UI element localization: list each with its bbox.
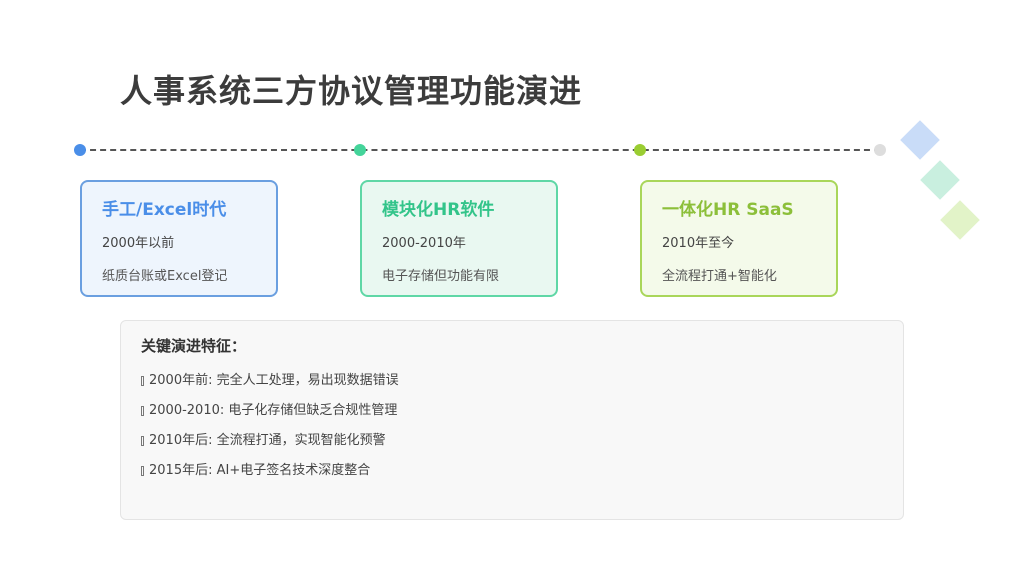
stage-period: 2010年至今 — [662, 236, 735, 251]
list-item: 2010年后: 全流程打通，实现智能化预警 — [141, 426, 883, 456]
key-features-panel: 关键演进特征： 2000年前: 完全人工处理，易出现数据错误 2000-2010… — [120, 320, 904, 520]
page-title: 人事系统三方协议管理功能演进 — [120, 72, 583, 110]
bullet-icon — [141, 466, 144, 476]
decorative-diamond-green — [920, 160, 960, 200]
feature-text: 2000-2010: 电子化存储但缺乏合规性管理 — [149, 403, 398, 418]
list-item: 2000年前: 完全人工处理，易出现数据错误 — [141, 366, 883, 396]
list-item: 2015年后: AI+电子签名技术深度整合 — [141, 456, 883, 486]
stage-card-saas: 一体化HR SaaS 2010年至今 全流程打通+智能化 — [640, 180, 838, 297]
timeline-line — [80, 149, 880, 151]
timeline-dot-3 — [634, 144, 646, 156]
list-item: 2000-2010: 电子化存储但缺乏合规性管理 — [141, 396, 883, 426]
stage-description: 电子存储但功能有限 — [382, 269, 500, 284]
stage-period: 2000年以前 — [102, 236, 175, 251]
stage-title: 一体化HR SaaS — [662, 200, 794, 220]
stage-card-modular: 模块化HR软件 2000-2010年 电子存储但功能有限 — [360, 180, 558, 297]
stage-description: 纸质台账或Excel登记 — [102, 269, 228, 284]
bullet-icon — [141, 376, 144, 386]
stage-description: 全流程打通+智能化 — [662, 269, 777, 284]
bullet-icon — [141, 436, 144, 446]
feature-text: 2000年前: 完全人工处理，易出现数据错误 — [149, 373, 399, 388]
feature-text: 2010年后: 全流程打通，实现智能化预警 — [149, 433, 386, 448]
stage-title: 模块化HR软件 — [382, 200, 495, 220]
stage-period: 2000-2010年 — [382, 236, 466, 251]
timeline-dot-2 — [354, 144, 366, 156]
feature-text: 2015年后: AI+电子签名技术深度整合 — [149, 463, 371, 478]
decorative-diamond-blue — [900, 120, 940, 160]
stage-card-manual: 手工/Excel时代 2000年以前 纸质台账或Excel登记 — [80, 180, 278, 297]
stage-title: 手工/Excel时代 — [102, 200, 227, 220]
timeline-dot-end — [874, 144, 886, 156]
panel-title: 关键演进特征： — [141, 337, 247, 355]
bullet-icon — [141, 406, 144, 416]
feature-list: 2000年前: 完全人工处理，易出现数据错误 2000-2010: 电子化存储但… — [141, 366, 883, 486]
decorative-diamond-lime — [940, 200, 980, 240]
timeline-dot-1 — [74, 144, 86, 156]
